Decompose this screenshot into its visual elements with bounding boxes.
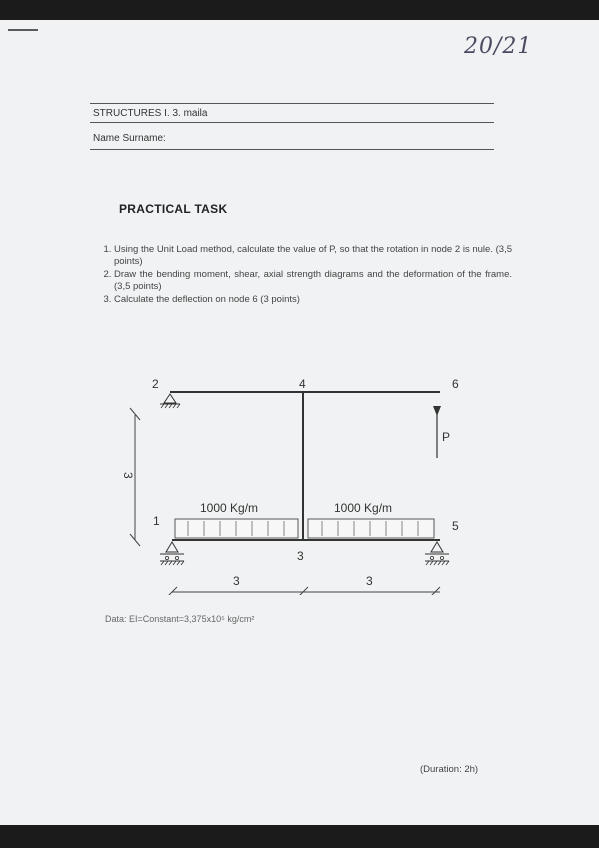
dimension-height-label: 3 xyxy=(121,472,135,479)
point-load-arrow xyxy=(433,406,441,416)
dimension-left-label: 3 xyxy=(233,574,240,588)
name-surname-label: Name Surname: xyxy=(93,133,166,144)
dimension-right-label: 3 xyxy=(366,574,373,588)
node-label-2: 2 xyxy=(152,377,159,391)
load-label-left: 1000 Kg/m xyxy=(200,501,258,515)
node-label-5: 5 xyxy=(452,519,459,533)
header-rule-bottom xyxy=(90,149,494,150)
exam-sheet: 20/21 STRUCTURES I. 3. maila Name Surnam… xyxy=(0,20,599,825)
node-label-6: 6 xyxy=(452,377,459,391)
handwritten-note: 20/21 xyxy=(464,34,533,59)
pin-support-node-2 xyxy=(160,393,181,409)
header-rule-top xyxy=(90,103,494,104)
duration-label: (Duration: 2h) xyxy=(420,764,479,775)
task-item: Draw the bending moment, shear, axial st… xyxy=(114,269,512,293)
point-load-label: P xyxy=(442,430,450,444)
header-rule-middle xyxy=(90,122,494,123)
course-label: STRUCTURES I. 3. maila xyxy=(93,108,208,119)
frame-diagram: 2 4 6 P 1 5 3 1000 Kg/m 1000 Kg/m 3 3 3 xyxy=(121,377,459,595)
page-title: PRACTICAL TASK xyxy=(119,202,228,216)
edge-mark xyxy=(8,29,38,31)
node-label-1: 1 xyxy=(153,514,160,528)
load-label-right: 1000 Kg/m xyxy=(334,501,392,515)
distributed-load-left xyxy=(174,518,299,539)
task-item: Calculate the deflection on node 6 (3 po… xyxy=(114,294,512,306)
data-line: Data: EI=Constant=3,375x10⁵ kg/cm² xyxy=(105,614,255,624)
task-item: Using the Unit Load method, calculate th… xyxy=(114,244,512,268)
pin-support-node-1 xyxy=(160,541,185,566)
task-list: Using the Unit Load method, calculate th… xyxy=(96,244,512,307)
dimension-lines xyxy=(129,407,441,595)
roller-support-node-5 xyxy=(425,541,450,566)
node-label-3: 3 xyxy=(297,549,304,563)
node-label-4: 4 xyxy=(299,377,306,391)
distributed-load-right xyxy=(307,518,435,539)
